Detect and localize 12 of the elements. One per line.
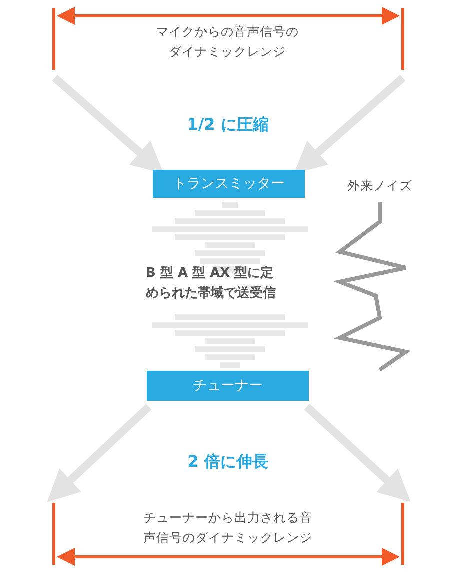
process-box: チューナー	[147, 371, 309, 401]
process-box: トランスミッター	[153, 170, 305, 198]
arrow	[47, 404, 152, 502]
band-note: B 型 A 型 AX 型に定められた帯域で送受信	[146, 264, 277, 303]
dimension-label: チューナーから出力される音声信号のダイナミックレンジ	[142, 509, 314, 547]
step-label: 1/2 に圧縮	[186, 115, 270, 135]
dimension-label: マイクからの音声信号のダイナミックレンジ	[155, 23, 300, 61]
step-label: 2 倍に伸長	[186, 452, 270, 472]
arrow	[304, 404, 411, 502]
arrow	[294, 75, 406, 174]
noise-label: 外来ノイズ	[346, 177, 414, 195]
arrow	[52, 75, 164, 174]
